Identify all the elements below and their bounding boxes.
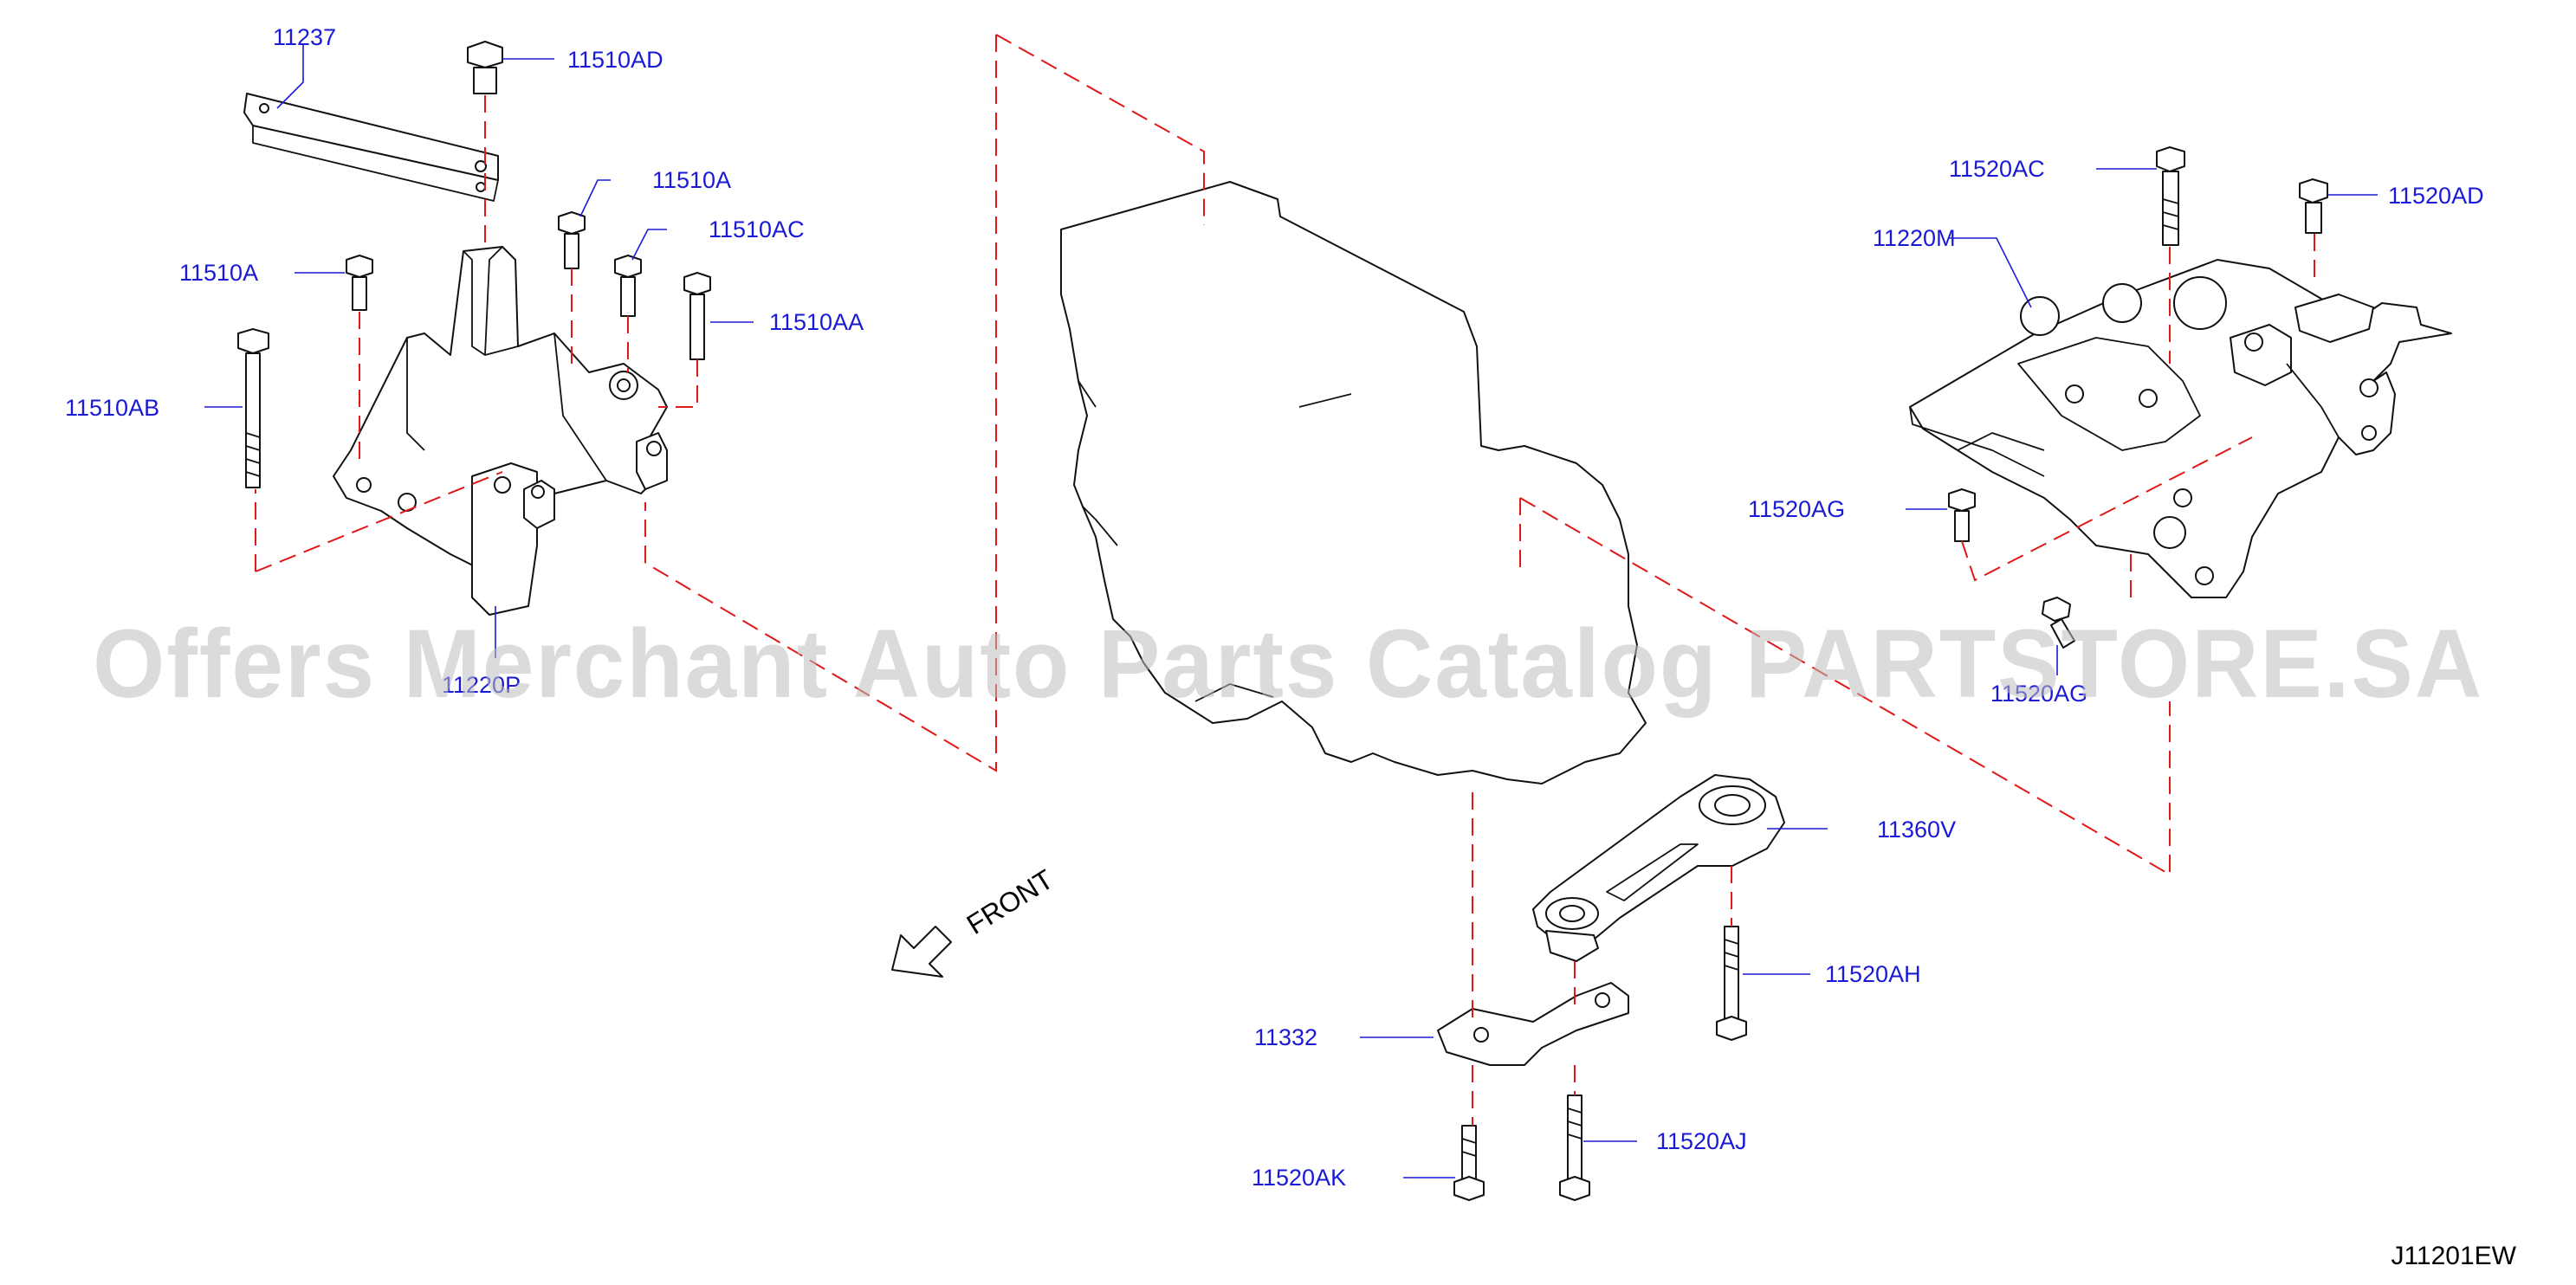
- callout-11220M: 11220M: [1873, 225, 1956, 251]
- callout-11520AJ: 11520AJ: [1656, 1128, 1747, 1154]
- callout-11520AK: 11520AK: [1252, 1165, 1346, 1191]
- bolt-11510AA: [683, 272, 711, 360]
- bracket-11332: [1437, 982, 1629, 1066]
- long-bolt-11510AB: [237, 328, 269, 488]
- callout-11510A-top: 11510A: [652, 167, 731, 193]
- callout-11520AG-upper: 11520AG: [1748, 496, 1845, 522]
- left-engine-mount-group: [237, 41, 711, 616]
- alignment-lines: [255, 34, 2315, 1126]
- leader-lines: [204, 45, 2378, 1178]
- callout-11360V: 11360V: [1877, 817, 1956, 843]
- front-arrow-icon: [891, 926, 952, 978]
- callout-11520AC: 11520AC: [1949, 156, 2045, 182]
- bolt-11510A-left: [346, 255, 373, 311]
- bolt-11510A-top: [558, 211, 586, 269]
- bolt-11520AD: [2299, 178, 2328, 234]
- bolt-11510AD: [467, 41, 503, 94]
- bolt-11520AJ: [1559, 1095, 1590, 1201]
- callout-11510A-left: 11510A: [179, 260, 258, 286]
- bolt-11520AH: [1716, 926, 1747, 1041]
- engine-outline: [1060, 181, 1647, 785]
- bolt-11510AC: [614, 255, 642, 317]
- front-direction-arrow: FRONT: [891, 863, 1059, 978]
- callout-11520AG-lower: 11520AG: [1990, 681, 2087, 707]
- watermark-text: Offers Merchant Auto Parts Catalog PARTS…: [93, 610, 2483, 718]
- callout-11220P: 11220P: [442, 672, 521, 698]
- callout-11510AB: 11510AB: [65, 395, 159, 421]
- mounting-rail-11237: [243, 93, 499, 181]
- callout-11510AD: 11510AD: [567, 47, 663, 73]
- bolt-11520AG-upper: [1948, 488, 1976, 542]
- bolt-11520AC: [2156, 146, 2185, 246]
- callout-11520AH: 11520AH: [1825, 961, 1921, 987]
- bolt-11520AG-lower: [2042, 597, 2075, 649]
- front-label: FRONT: [961, 863, 1059, 940]
- callout-11237: 11237: [273, 24, 336, 50]
- right-engine-mount-group: [1909, 146, 2452, 649]
- callout-11332: 11332: [1254, 1024, 1317, 1050]
- bolt-11520AK: [1453, 1125, 1485, 1201]
- callout-11510AA: 11510AA: [769, 309, 864, 335]
- callout-labels: 11237 11510AD 11510A 11510AC 11510A 1151…: [65, 24, 2484, 1191]
- callout-11510AC: 11510AC: [709, 216, 805, 242]
- diagram-code: J11201EW: [2391, 1242, 2516, 1270]
- callout-11520AD: 11520AD: [2388, 183, 2484, 209]
